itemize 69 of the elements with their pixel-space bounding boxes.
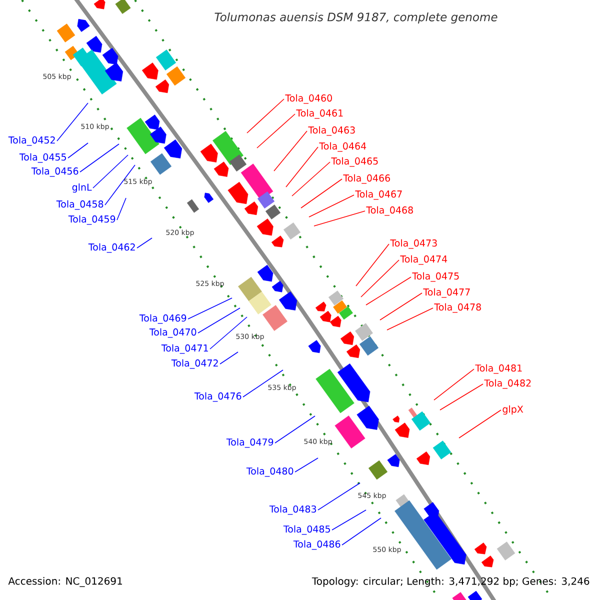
leader-line	[458, 410, 502, 438]
leader-line	[356, 244, 390, 286]
leader-line	[318, 482, 360, 510]
leader-line	[308, 194, 354, 218]
leader-line	[360, 260, 400, 298]
leader-line	[274, 130, 308, 172]
gene-label: Tola_0478	[434, 303, 481, 313]
gene-label: Tola_0471	[161, 344, 208, 354]
leader-line	[116, 198, 126, 220]
gene-label: Tola_0480	[246, 467, 294, 477]
gene-label: Tola_0464	[319, 142, 366, 152]
gene-label: Tola_0476	[194, 392, 242, 402]
leader-line	[440, 384, 484, 410]
leader-line	[188, 298, 232, 320]
genome-info-text: Topology: circular; Length: 3,471,292 bp; Genes: 3,246	[312, 577, 590, 587]
gene-label: Tola_0466	[343, 174, 390, 184]
leader-line	[332, 510, 366, 530]
gene-label: Tola_0463	[308, 126, 355, 136]
gene-label: Tola_0469	[139, 314, 186, 324]
gene-label: glpX	[502, 405, 524, 415]
leader-line	[256, 114, 296, 148]
gene-label: Tola_0456	[31, 167, 78, 177]
title: Tolumonas auensis DSM 9187, complete genome	[214, 12, 498, 24]
gene-label: Tola_0467	[355, 190, 402, 200]
gene-label: glnL	[72, 183, 92, 193]
gene-label: Tola_0479	[226, 438, 274, 448]
leader-line	[68, 142, 88, 158]
gene-label: Tola_0452	[8, 136, 55, 146]
gene-label: Tola_0462	[88, 243, 135, 253]
gene-label: Tola_0472	[171, 359, 218, 369]
leader-line	[286, 146, 318, 188]
gene-label: Tola_0482	[484, 379, 531, 389]
leader-line	[366, 276, 412, 306]
leader-line	[386, 308, 434, 330]
leader-line	[104, 164, 136, 206]
leader-line	[246, 98, 284, 134]
leader-line	[292, 162, 330, 196]
leader-line	[80, 144, 120, 172]
gene-label: Tola_0470	[149, 328, 196, 338]
leader-line	[314, 210, 366, 226]
gene-label: Tola_0485	[283, 525, 330, 535]
gene-label: Tola_0481	[475, 364, 522, 374]
gene-label: Tola_0460	[285, 94, 332, 104]
leader-line	[136, 238, 152, 248]
gene-label: Tola_0468	[366, 206, 413, 216]
gene-label: Tola_0477	[423, 288, 470, 298]
gene-label: Tola_0475	[412, 272, 459, 282]
gene-label: Tola_0455	[19, 153, 66, 163]
gene-label: Tola_0465	[331, 157, 378, 167]
leader-line	[220, 352, 238, 364]
leader-line	[342, 518, 382, 546]
accession-text: Accession: NC_012691	[8, 577, 122, 587]
gene-label: Tola_0458	[56, 200, 104, 210]
gene-label: Tola_0459	[68, 215, 116, 225]
leader-line	[300, 178, 342, 208]
gene-label: Tola_0486	[293, 540, 340, 550]
leader-line	[274, 416, 316, 444]
leader-line	[210, 316, 248, 350]
leader-line	[294, 458, 318, 472]
leader-line	[380, 292, 422, 320]
leader-line	[56, 102, 88, 142]
gene-label: Tola_0483	[269, 505, 316, 515]
leader-line	[434, 368, 474, 400]
leader-line	[242, 370, 284, 398]
gene-label: Tola_0474	[400, 255, 448, 265]
gene-label: Tola_0461	[296, 109, 343, 119]
gene-label: Tola_0473	[390, 239, 437, 249]
leader-line	[92, 154, 128, 188]
leader-line	[198, 308, 240, 334]
